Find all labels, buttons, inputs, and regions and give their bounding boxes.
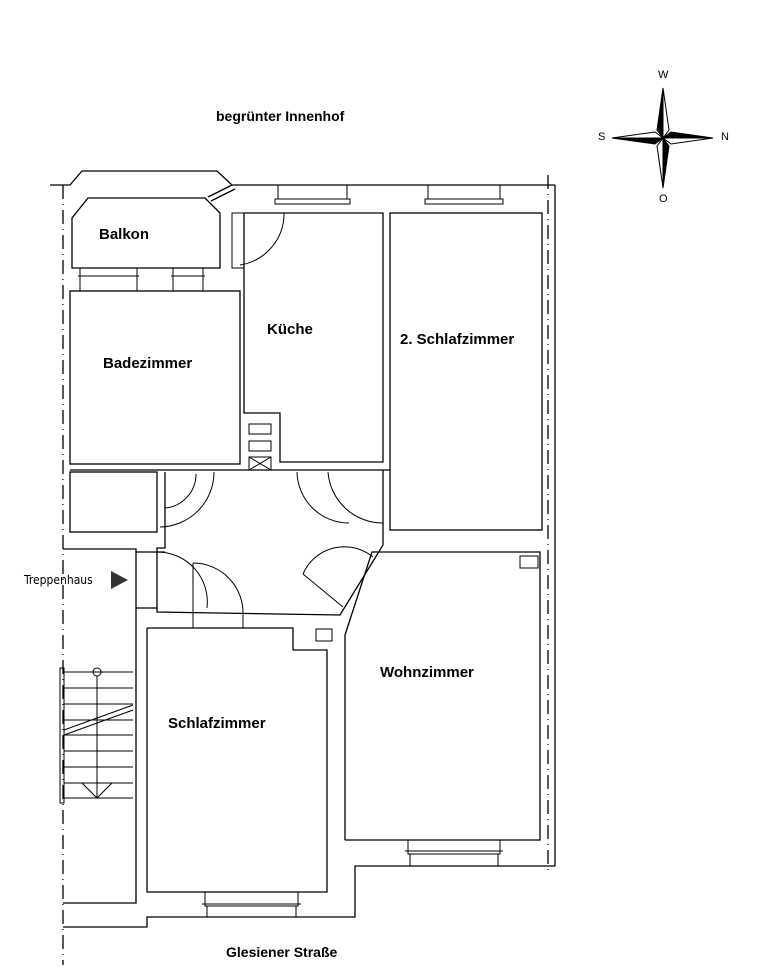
balcony-outline [71,197,221,269]
hallway-walls [63,469,390,904]
doors [156,212,384,628]
outer-walls [50,170,556,965]
staircase [59,667,134,804]
room-label-bathroom: Badezimmer [103,355,193,372]
shaft-living [519,555,539,569]
shafts [248,423,272,471]
compass-south: S [598,131,606,143]
bedroom-outline [146,627,328,893]
compass-east: O [659,193,668,205]
stairwell-label: Treppenhaus [24,573,93,587]
room-label-balkon: Balkon [99,226,150,243]
second-bedroom-outline [389,212,543,531]
room-label-kueche: Küche [267,321,313,338]
shaft-bedroom [315,628,333,642]
kitchen-outline [243,212,384,463]
street-label: Glesiener Straße [226,944,338,960]
courtyard-label: begrünter Innenhof [216,108,345,124]
windows [78,184,504,917]
compass-west: W [658,69,669,81]
room-label-bedroom: Schlafzimmer [168,715,266,732]
living-room-outline [344,551,541,841]
bathroom-outline [69,290,241,465]
entrance-arrow-icon [111,571,128,589]
storage-outline [69,471,158,533]
compass-rose-icon [611,87,714,189]
compass-north: N [721,131,729,143]
room-label-living-room: Wohnzimmer [380,664,474,681]
room-label-second-bedroom: 2. Schlafzimmer [400,331,515,348]
